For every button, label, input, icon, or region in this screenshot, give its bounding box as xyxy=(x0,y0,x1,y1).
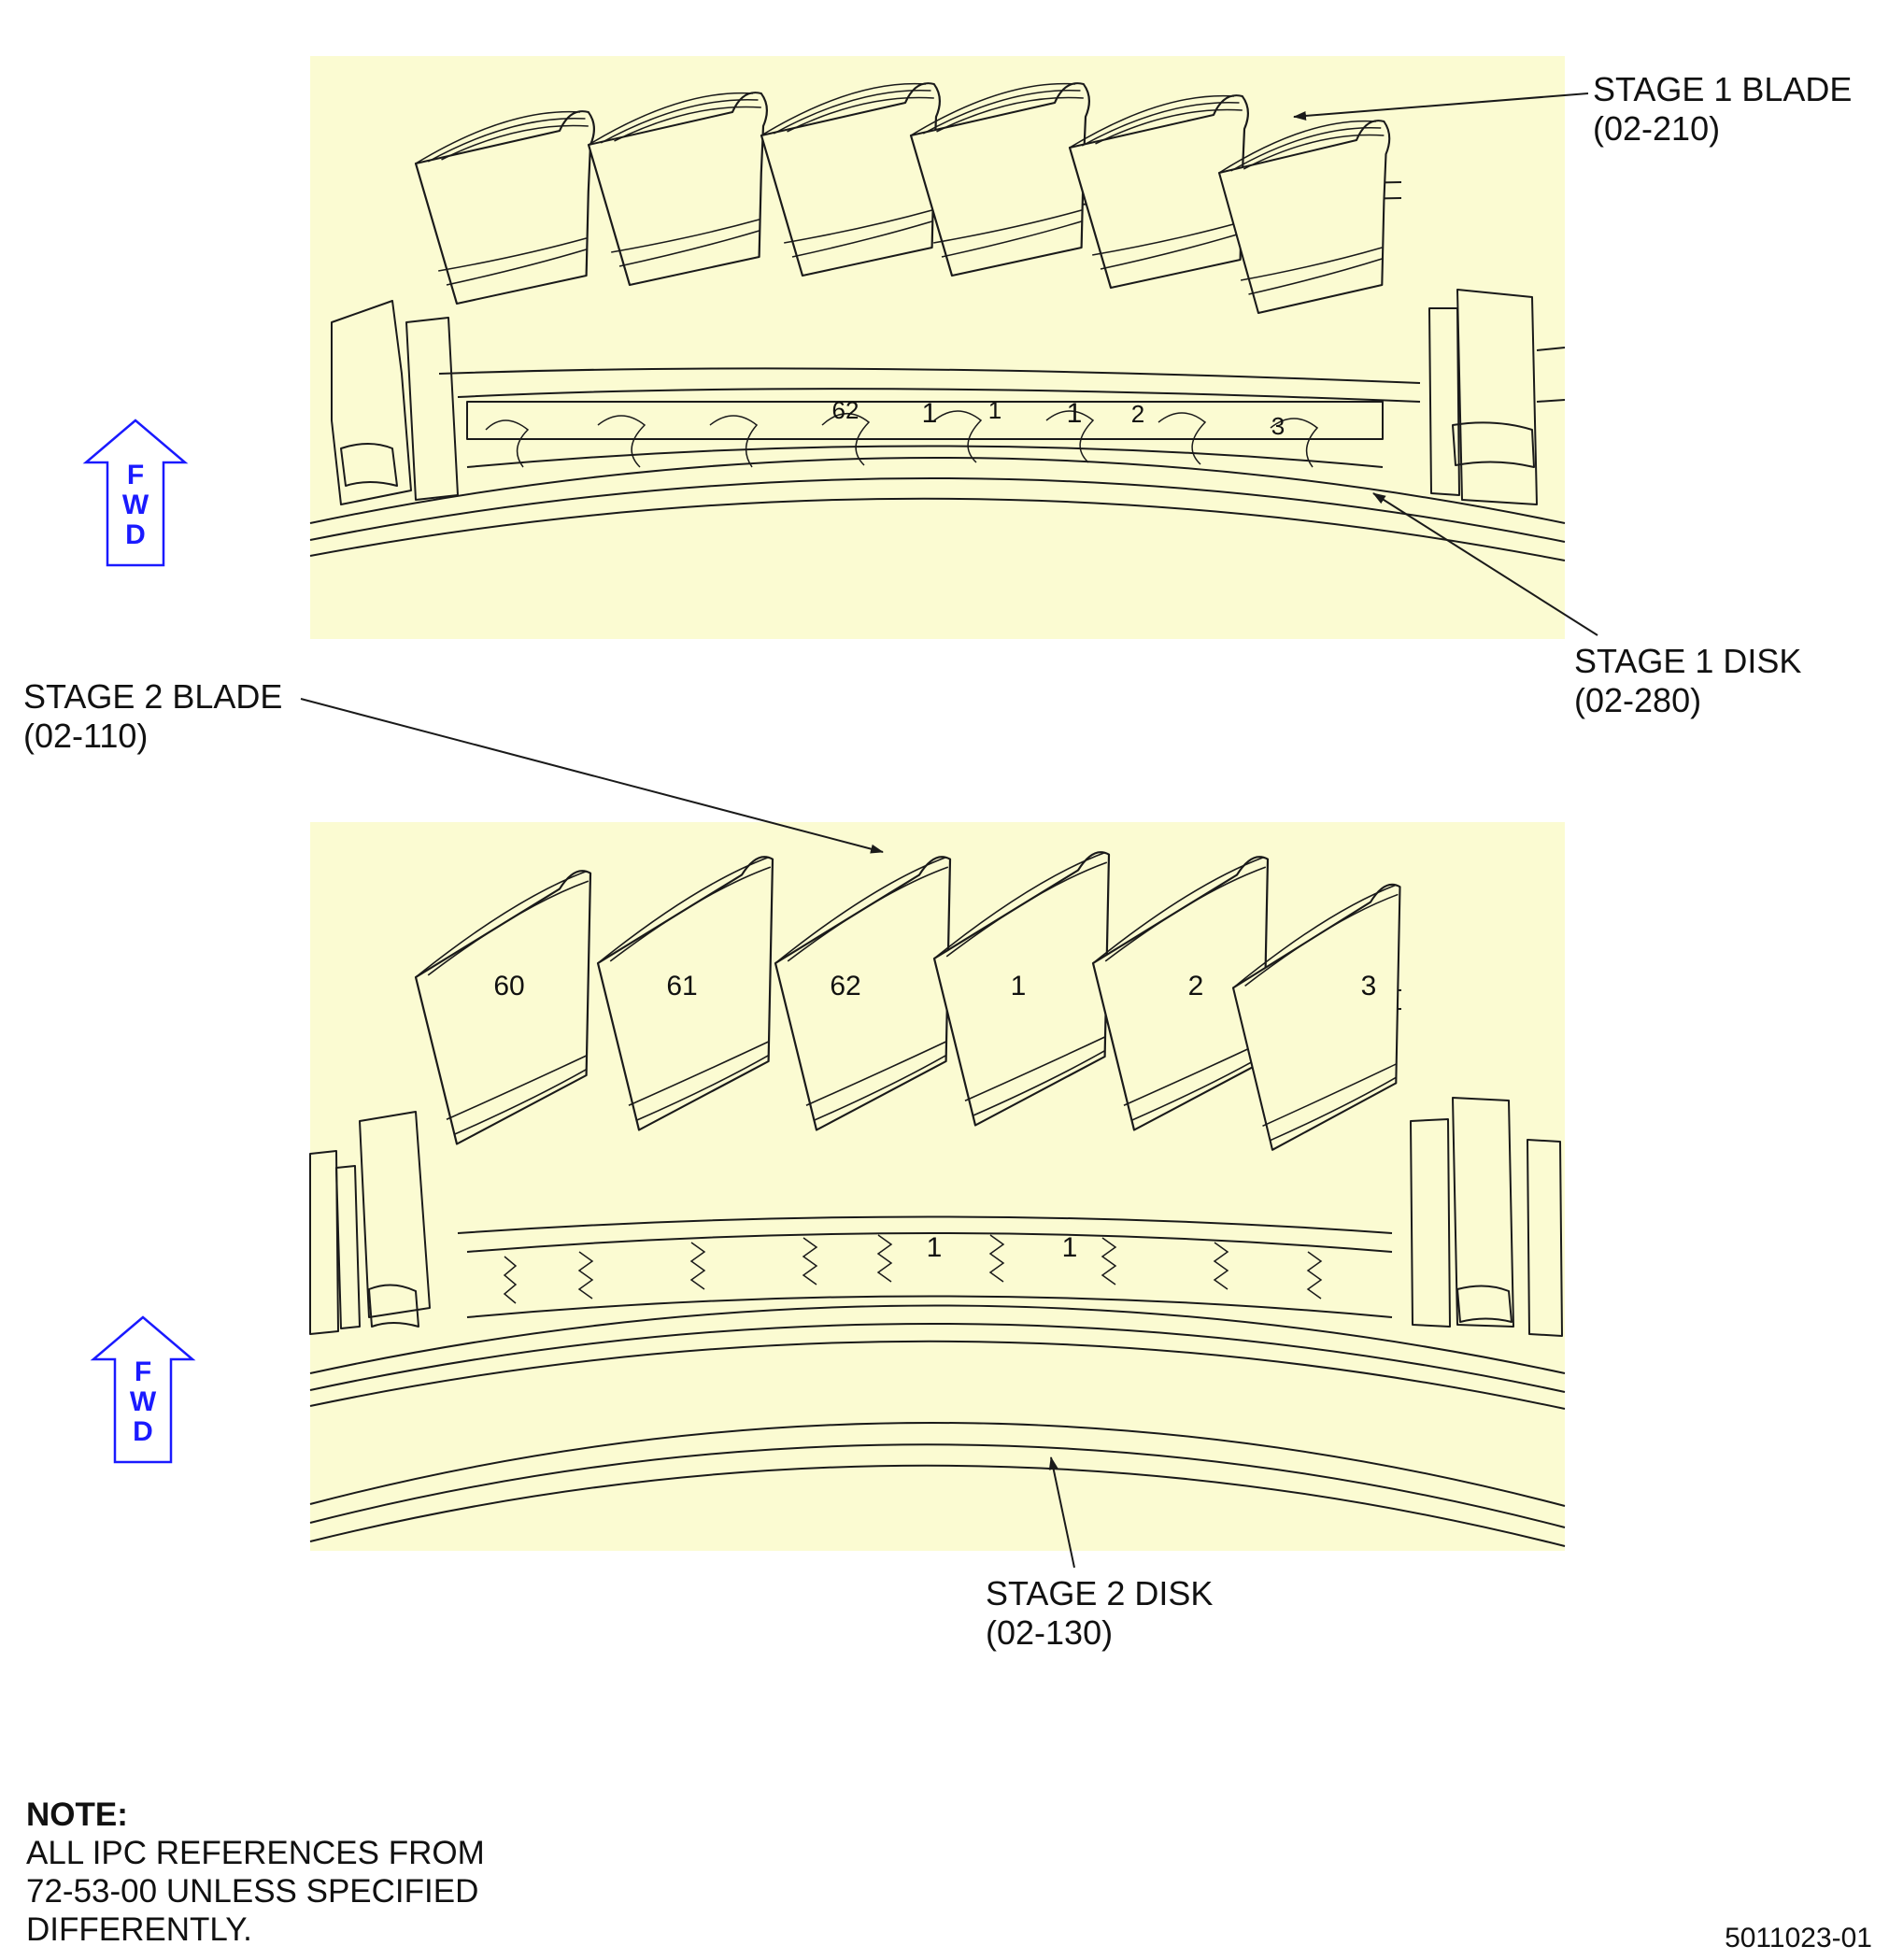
stage1-disk xyxy=(309,457,1566,561)
stage2-blade-roots xyxy=(466,1234,1393,1318)
fwd-arrow-stage1: F W D xyxy=(82,419,189,567)
stage2-right-retainer xyxy=(1410,1097,1563,1337)
stage1-number: 62 xyxy=(832,396,859,424)
note-block: NOTE: ALL IPC REFERENCES FROM 72-53-00 U… xyxy=(26,1796,485,1949)
fwd-letter: W xyxy=(130,1386,157,1417)
stage1-number: 1 xyxy=(988,396,1001,424)
stage1-blade-roots xyxy=(466,401,1384,468)
stage2-disk-number-labels: 1 1 xyxy=(927,1232,1078,1263)
callout-stage1-disk-ref: (02-280) xyxy=(1574,681,1701,719)
fwd-letter: W xyxy=(122,490,149,520)
stage2-disk-number: 1 xyxy=(1062,1232,1078,1263)
note-line: ALL IPC REFERENCES FROM xyxy=(26,1835,485,1871)
stage2-blade-number: 62 xyxy=(830,971,860,1001)
note-line: DIFFERENTLY. xyxy=(26,1911,252,1948)
stage1-number: 3 xyxy=(1271,412,1285,440)
stage2-blade-number: 1 xyxy=(1011,971,1027,1001)
fwd-letter: F xyxy=(127,460,144,490)
callout-stage2-blade: STAGE 2 BLADE (02-110) xyxy=(23,677,884,854)
stage1-view: 62 1 1 1 2 3 F W D xyxy=(82,56,1566,639)
stage2-blade-number: 61 xyxy=(666,971,697,1001)
note-line: 72-53-00 UNLESS SPECIFIED xyxy=(26,1873,479,1910)
callout-stage2-disk-name: STAGE 2 DISK xyxy=(986,1574,1213,1612)
callout-stage1-disk: STAGE 1 DISK (02-280) xyxy=(1372,492,1801,719)
stage2-blade-number-labels: 60 61 62 1 2 3 xyxy=(493,971,1376,1001)
stage1-right-retainer xyxy=(1428,289,1566,505)
stage2-blade-number: 2 xyxy=(1188,971,1204,1001)
stage2-blade-number: 60 xyxy=(493,971,524,1001)
stage1-number: 1 xyxy=(1067,398,1083,429)
callout-stage2-blade-name: STAGE 2 BLADE xyxy=(23,677,282,716)
stage1-root-numbers: 62 1 1 1 2 3 xyxy=(832,396,1285,440)
stage2-view: 60 61 62 1 2 3 1 1 F W D xyxy=(90,822,1566,1551)
callout-stage1-blade-name: STAGE 1 BLADE xyxy=(1593,70,1852,108)
stage1-number: 1 xyxy=(922,398,938,429)
callout-stage1-blade-ref: (02-210) xyxy=(1593,109,1720,148)
figure-id: 5011023-01 xyxy=(1725,1923,1872,1953)
fwd-arrow-stage2: F W D xyxy=(90,1315,196,1464)
callout-stage2-blade-ref: (02-110) xyxy=(23,717,148,755)
callout-stage1-blade: STAGE 1 BLADE (02-210) xyxy=(1293,70,1852,148)
stage2-blade-number: 3 xyxy=(1361,971,1377,1001)
stage2-disk xyxy=(309,1304,1566,1547)
fwd-letter: F xyxy=(135,1356,151,1387)
callout-stage2-disk-ref: (02-130) xyxy=(986,1613,1113,1652)
stage2-disk-number: 1 xyxy=(927,1232,943,1263)
callout-stage1-disk-name: STAGE 1 DISK xyxy=(1574,642,1801,680)
fwd-letter: D xyxy=(133,1416,153,1447)
fwd-letter: D xyxy=(125,519,146,550)
stage2-left-retainer xyxy=(309,1111,431,1335)
callout-stage2-disk: STAGE 2 DISK (02-130) xyxy=(986,1456,1213,1652)
note-title: NOTE: xyxy=(26,1797,128,1833)
stage1-number: 2 xyxy=(1131,400,1144,428)
